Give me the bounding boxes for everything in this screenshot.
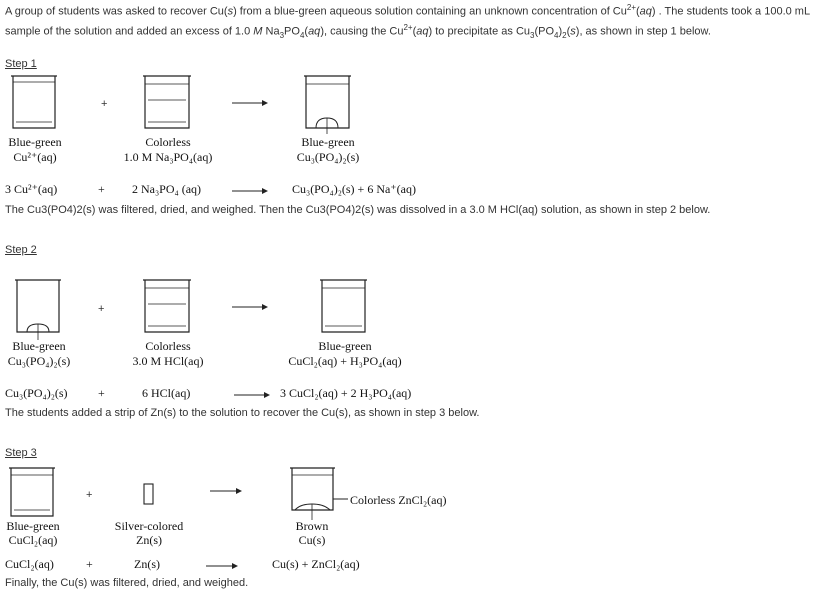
- intro-text: (: [566, 25, 571, 38]
- plus-sign: +: [101, 98, 107, 110]
- reaction-arrow-icon: [206, 563, 238, 569]
- step-2-title: Step 2: [5, 244, 37, 256]
- intro-text: s: [227, 5, 234, 18]
- intro-text: ) from a blue-green aqueous solution con…: [233, 5, 627, 18]
- label-line: Cu₃(PO₄)₂(s): [296, 150, 360, 164]
- intro-text: A group of students was asked to recover…: [5, 5, 228, 18]
- intro-text: aq: [416, 25, 429, 38]
- reaction-arrow-icon: [210, 488, 242, 494]
- beaker-icon: [15, 279, 61, 340]
- step-3-equation-reactant-2: Zn(s): [134, 557, 160, 571]
- label-line: 1.0 M Na₃PO₄(aq): [123, 150, 213, 164]
- intro-line-1: A group of students was asked to recover…: [5, 0, 825, 20]
- beaker-icon: [320, 279, 367, 333]
- intro-text: 2+: [626, 3, 636, 12]
- intro-text: ) . The students took a 100.0 mL: [651, 5, 811, 18]
- step-3-label-c: Brown Cu(s): [282, 519, 342, 547]
- step-3-equation-reactant-1: CuCl₂(aq): [5, 557, 54, 571]
- label-line: Blue-green: [8, 135, 62, 149]
- label-line: Zn(s): [136, 533, 162, 547]
- label-line: Cu(s): [298, 533, 326, 547]
- step-2-equation-reactant-1: Cu₃(PO₄)₂(s): [5, 386, 68, 400]
- intro-text: s: [570, 25, 576, 38]
- step-3-followup-text: Finally, the Cu(s) was filtered, dried, …: [5, 577, 249, 589]
- beaker-icon: [143, 75, 191, 129]
- beaker-icon: [290, 467, 335, 520]
- step-3-callout-label: Colorless ZnCl₂(aq): [350, 493, 447, 507]
- step-2-equation-reactant-2: 6 HCl(aq): [142, 386, 191, 400]
- intro-text: 3: [530, 30, 535, 40]
- step-1-label-c: Blue-green Cu₃(PO₄)₂(s): [280, 135, 376, 165]
- step-2-label-b: Colorless 3.0 M HCl(aq): [118, 339, 218, 369]
- intro-text: PO: [284, 25, 300, 38]
- intro-text: aq: [639, 5, 652, 18]
- step-2-equation-products: 3 CuCl₂(aq) + 2 H₃PO₄(aq): [280, 386, 412, 400]
- step-3-title: Step 3: [5, 447, 37, 459]
- intro-text: aq: [308, 25, 321, 38]
- step-1-label-b: Colorless 1.0 M Na₃PO₄(aq): [108, 135, 228, 165]
- label-line: Colorless: [145, 339, 191, 353]
- step-3-equation-products: Cu(s) + ZnCl₂(aq): [272, 557, 360, 571]
- step-3-label-b: Silver-colored Zn(s): [106, 519, 192, 547]
- reaction-arrow-icon: [234, 392, 270, 398]
- intro-text: 3: [279, 30, 285, 40]
- step-2-label-c: Blue-green CuCl₂(aq) + H₃PO₄(aq): [278, 339, 412, 369]
- intro-text: ), causing the Cu: [320, 25, 404, 38]
- intro-text: ): [558, 25, 563, 38]
- intro-line-2: sample of the solution and added an exce…: [5, 20, 825, 44]
- label-line: 3.0 M HCl(aq): [132, 354, 204, 368]
- step-1-equation-products: Cu₃(PO₄)₂(s) + 6 Na⁺(aq): [292, 182, 416, 196]
- label-line: Blue-green: [301, 135, 355, 149]
- step-3-figure: +: [9, 467, 348, 520]
- label-line: Cu²⁺(aq): [13, 150, 57, 164]
- label-line: Brown: [295, 519, 329, 533]
- label-line: CuCl₂(aq) + H₃PO₄(aq): [288, 354, 402, 368]
- step-1-figure: +: [11, 75, 351, 134]
- step-2-followup-text: The students added a strip of Zn(s) to t…: [5, 407, 480, 419]
- beaker-icon: [143, 279, 191, 333]
- intro-text: sample of the solution and added an exce…: [5, 25, 254, 38]
- step-2-label-a: Blue-green Cu₃(PO₄)₂(s): [0, 339, 78, 369]
- step-1-label-a: Blue-green Cu²⁺(aq): [0, 135, 70, 165]
- label-line: CuCl₂(aq): [8, 533, 58, 547]
- plus-sign: +: [86, 489, 92, 501]
- reaction-arrow-icon: [232, 304, 268, 310]
- step-1-equation-reactant-1: 3 Cu²⁺(aq): [5, 182, 58, 196]
- intro-text: M: [253, 25, 263, 38]
- intro-text: 2+: [403, 22, 413, 32]
- beaker-icon: [11, 75, 57, 129]
- step-3-equation-plus: +: [86, 557, 93, 571]
- intro-text: (PO: [534, 25, 555, 38]
- intro-text: 2: [562, 30, 567, 40]
- intro-text: ) to precipitate as Cu: [428, 25, 531, 38]
- zinc-strip-icon: [143, 483, 154, 505]
- intro-paragraph: A group of students was asked to recover…: [5, 0, 825, 44]
- reaction-arrow-icon: [232, 100, 268, 106]
- intro-text: 4: [299, 30, 305, 40]
- intro-text: (: [412, 25, 417, 38]
- step-2-equation-plus: +: [98, 386, 105, 400]
- intro-text: Na: [262, 25, 280, 38]
- beaker-icon: [9, 467, 55, 517]
- step-1-equation-reactant-2: 2 Na₃PO₄ (aq): [132, 182, 202, 196]
- intro-text: (: [636, 5, 640, 18]
- intro-text: 4: [554, 30, 559, 40]
- step-2-figure: +: [15, 279, 367, 340]
- label-line: Colorless: [145, 135, 191, 149]
- intro-text: ), as shown in step 1 below.: [575, 25, 711, 38]
- label-line: Cu₃(PO₄)₂(s): [7, 354, 71, 368]
- plus-sign: +: [98, 303, 104, 315]
- label-line: Blue-green: [12, 339, 66, 353]
- label-line: Blue-green: [6, 519, 60, 533]
- reaction-arrow-icon: [232, 188, 268, 194]
- step-1-equation-plus: +: [98, 182, 105, 196]
- step-3-label-a: Blue-green CuCl₂(aq): [0, 519, 66, 547]
- step-1-title: Step 1: [5, 58, 37, 70]
- intro-text: (: [304, 25, 309, 38]
- label-line: Silver-colored: [114, 519, 184, 533]
- label-line: Blue-green: [318, 339, 372, 353]
- step-1-followup-text: The Cu3(PO4)2(s) was filtered, dried, an…: [5, 204, 711, 216]
- beaker-icon: [304, 75, 351, 134]
